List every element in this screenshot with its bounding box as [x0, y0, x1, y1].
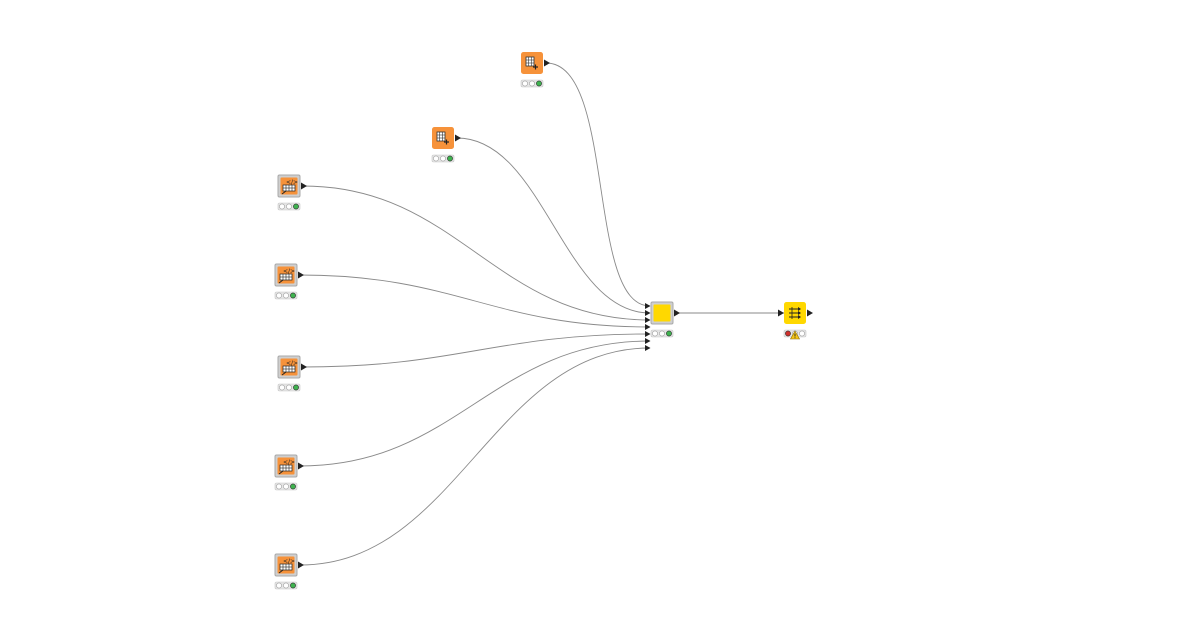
- svg-text:</>: </>: [283, 459, 295, 466]
- status-indicator: [431, 154, 455, 163]
- input-port[interactable]: [645, 310, 651, 316]
- output-port[interactable]: [301, 182, 307, 190]
- status-indicator: [277, 383, 301, 392]
- status-light: [276, 582, 282, 589]
- status-light: [433, 155, 439, 162]
- node-source-4[interactable]: </>: [274, 454, 304, 491]
- status-light: [293, 203, 299, 210]
- status-light: [283, 483, 289, 490]
- connection-source-3-to-concatenate[interactable]: [302, 333, 651, 368]
- connection-table-creator-1-to-concatenate[interactable]: [545, 62, 651, 307]
- status-light: [286, 384, 292, 391]
- output-port[interactable]: [455, 134, 461, 142]
- input-port[interactable]: [645, 338, 651, 344]
- input-port[interactable]: [645, 317, 651, 323]
- output-port[interactable]: [298, 271, 304, 279]
- input-port[interactable]: [645, 324, 651, 330]
- svg-text:</>: </>: [283, 558, 295, 565]
- status-indicator: [274, 581, 298, 590]
- status-light: [283, 292, 289, 299]
- status-light: [652, 330, 658, 337]
- column-filter-icon: [789, 307, 801, 319]
- node-source-3[interactable]: </>: [277, 355, 307, 392]
- connection-table-creator-2-to-concatenate[interactable]: [456, 137, 651, 314]
- status-light: [536, 80, 542, 87]
- reader-icon: </>: [278, 558, 295, 574]
- reader-icon: </>: [281, 179, 298, 195]
- output-port[interactable]: [807, 309, 813, 317]
- status-light: [529, 80, 535, 87]
- connection-source-4-to-concatenate[interactable]: [299, 340, 651, 467]
- node-concatenate[interactable]: [645, 301, 680, 351]
- input-port[interactable]: [778, 309, 784, 317]
- input-port[interactable]: [645, 331, 651, 337]
- node-source-2[interactable]: </>: [274, 263, 304, 300]
- input-port[interactable]: [645, 345, 651, 351]
- status-light: [290, 292, 296, 299]
- output-port[interactable]: [301, 363, 307, 371]
- input-port[interactable]: [645, 303, 651, 309]
- status-light: [659, 330, 665, 337]
- status-indicator: [520, 79, 544, 88]
- table-creator-icon: [525, 56, 538, 70]
- node-table-creator-1[interactable]: [520, 52, 550, 88]
- status-light: [785, 330, 791, 337]
- status-light: [447, 155, 453, 162]
- node-source-5[interactable]: </>: [274, 553, 304, 590]
- status-indicator: [274, 482, 298, 491]
- status-indicator: [650, 329, 674, 338]
- nodes-layer: </> </> </> </> </>: [274, 52, 813, 590]
- output-port[interactable]: [298, 561, 304, 569]
- output-port[interactable]: [298, 462, 304, 470]
- connections-layer: [299, 62, 784, 566]
- svg-text:</>: </>: [286, 360, 298, 367]
- table-creator-icon: [436, 131, 449, 145]
- status-light: [276, 292, 282, 299]
- status-light: [666, 330, 672, 337]
- node-column-filter[interactable]: [778, 302, 813, 340]
- output-port[interactable]: [674, 309, 680, 317]
- reader-icon: </>: [278, 459, 295, 475]
- status-light: [290, 582, 296, 589]
- status-light: [276, 483, 282, 490]
- status-light: [290, 483, 296, 490]
- node-table-creator-2[interactable]: [431, 127, 461, 163]
- warning-icon: [789, 330, 801, 340]
- output-port[interactable]: [544, 59, 550, 67]
- node-source-1[interactable]: </>: [277, 174, 307, 211]
- status-light: [286, 203, 292, 210]
- node-body: [653, 304, 671, 322]
- status-light: [293, 384, 299, 391]
- reader-icon: </>: [278, 268, 295, 284]
- status-light: [279, 203, 285, 210]
- connection-source-2-to-concatenate[interactable]: [299, 274, 651, 328]
- status-indicator: [274, 291, 298, 300]
- svg-text:</>: </>: [283, 268, 295, 275]
- status-light: [283, 582, 289, 589]
- connection-source-5-to-concatenate[interactable]: [299, 347, 651, 566]
- status-light: [279, 384, 285, 391]
- status-light: [522, 80, 528, 87]
- reader-icon: </>: [281, 360, 298, 376]
- connection-source-1-to-concatenate[interactable]: [302, 185, 651, 321]
- status-indicator: [277, 202, 301, 211]
- status-light: [799, 330, 805, 337]
- svg-text:</>: </>: [286, 179, 298, 186]
- status-light: [440, 155, 446, 162]
